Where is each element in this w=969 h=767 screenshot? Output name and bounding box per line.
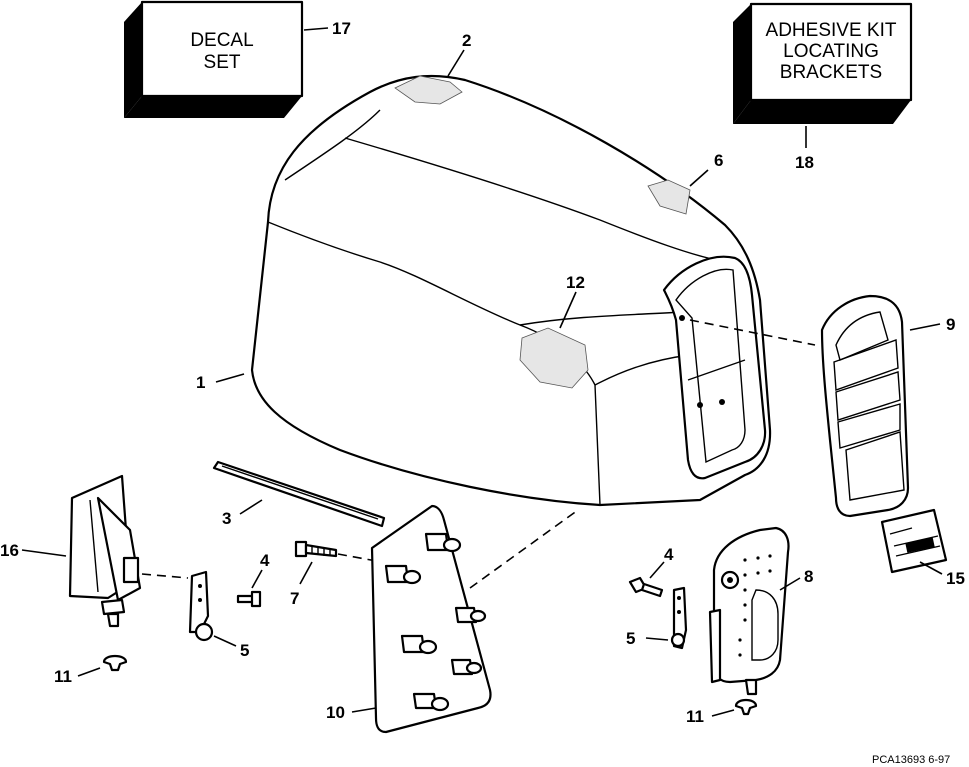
rivet-right [734,698,758,716]
callout-10: 10 [326,703,345,722]
callout-6: 6 [714,151,723,170]
adhesive-kit-box: ADHESIVE KIT LOCATING BRACKETS [733,2,913,124]
callout-11-left: 11 [54,667,72,686]
callout-15: 15 [946,569,965,588]
rivet-left [102,654,128,672]
callout-9: 9 [946,315,955,334]
seal-strip [212,460,386,528]
seal-12 [519,327,589,389]
latch-lever-right [670,586,688,650]
seal-6 [647,179,691,215]
callout-2: 2 [462,31,471,50]
adhesive-box-line2: LOCATING [783,41,879,62]
decal-box-line1: DECAL [190,30,253,51]
callout-5-right: 5 [626,629,635,648]
callout-8: 8 [804,567,813,586]
port-bracket [68,474,142,628]
callout-18: 18 [795,153,814,172]
callout-17: 17 [332,19,351,38]
latch-lever-left [188,570,214,642]
callout-1: 1 [196,373,205,392]
adhesive-box-line1: ADHESIVE KIT [766,20,897,41]
seal-2 [394,75,463,105]
adhesive-box-line3: BRACKETS [780,62,882,83]
callout-7: 7 [290,589,299,608]
callout-16: 16 [0,541,19,560]
callout-4-left: 4 [260,551,270,570]
callout-3: 3 [222,509,231,528]
bolt [294,540,338,558]
decal-tag [880,508,948,574]
air-intake-grille [820,294,910,518]
screw-right [628,576,664,598]
callout-11-right: 11 [686,707,704,726]
callout-5-left: 5 [240,641,249,660]
callout-4-right: 4 [664,545,674,564]
screw-left [236,590,262,608]
rear-mount-plate [370,504,492,734]
decal-box-line2: SET [204,52,241,73]
decal-set-box: DECAL SET [124,0,304,118]
engine-cover [250,74,772,507]
callout-12: 12 [566,273,585,292]
starboard-bracket [708,526,790,696]
drawing-code: PCA13693 6-97 [872,754,950,766]
